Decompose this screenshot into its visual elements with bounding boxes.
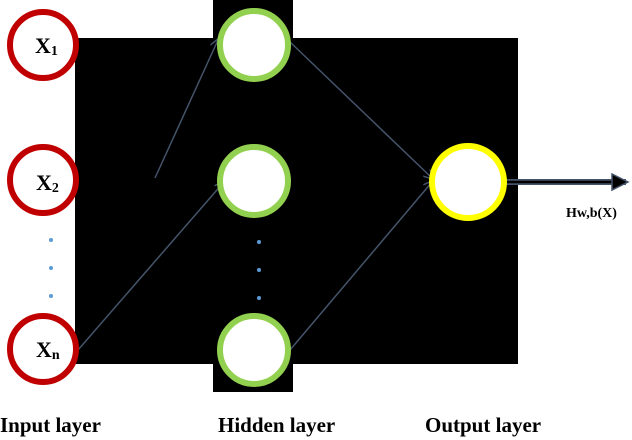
output-layer-caption: Output layer [425, 413, 541, 437]
output-function-label: Hw,b(X) [566, 206, 617, 221]
input-node-n-label: Xn [36, 337, 60, 363]
edge-hn-out [289, 182, 432, 351]
input-ellipsis-dot-3 [49, 294, 53, 298]
hidden-node-1 [217, 8, 291, 82]
hidden-node-2 [217, 144, 291, 218]
input-node-n: Xn [7, 313, 79, 385]
edge-h1-out [289, 41, 432, 178]
output-node [429, 143, 507, 221]
hidden-ellipsis-dot-1 [257, 240, 261, 244]
hidden-ellipsis-dot-2 [257, 268, 261, 272]
hidden-ellipsis-dot-3 [257, 296, 261, 300]
input-node-1: X1 [7, 9, 79, 81]
hidden-layer-caption: Hidden layer [218, 413, 335, 437]
input-node-2: X2 [7, 144, 79, 216]
edge-x1-h1 [154, 40, 218, 179]
input-ellipsis-dot-2 [49, 266, 53, 270]
input-layer-caption: Input layer [0, 413, 101, 437]
output-arrow-head [611, 172, 630, 192]
input-node-1-label: X1 [35, 33, 58, 59]
input-ellipsis-dot-1 [49, 238, 53, 242]
hidden-node-n [217, 313, 291, 387]
background-panel-left [75, 38, 215, 364]
edge-xn-h2 [77, 183, 223, 351]
layer-l3-label: Layer L3 [438, 258, 518, 284]
input-node-2-label: X2 [36, 170, 59, 196]
